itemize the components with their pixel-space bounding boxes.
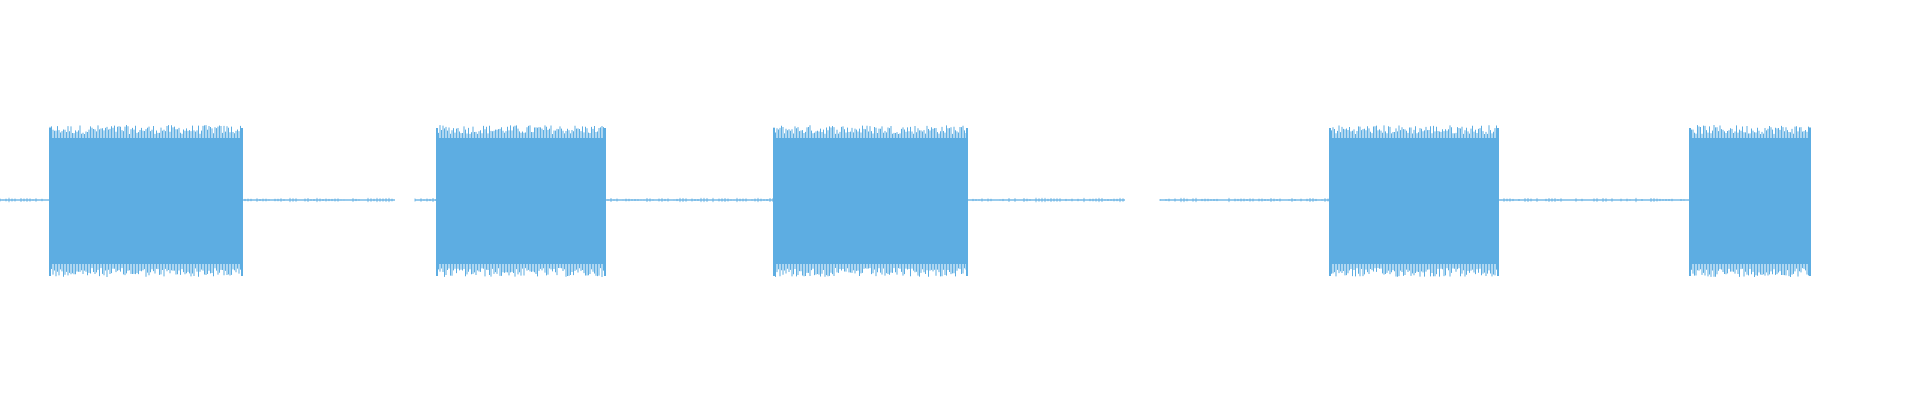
waveform-burst-body xyxy=(437,138,605,264)
waveform-baseline-noise xyxy=(1159,197,1329,203)
waveform-burst-body xyxy=(774,138,967,264)
waveform-burst-5 xyxy=(1689,125,1811,277)
waveform-burst-3 xyxy=(773,125,968,277)
waveform-layer xyxy=(0,125,1811,277)
waveform-burst-body xyxy=(1690,138,1810,264)
waveform-baseline-noise xyxy=(966,197,1124,203)
waveform-baseline-noise xyxy=(604,197,774,203)
waveform-baseline-noise xyxy=(1497,197,1688,203)
waveform-baseline-noise xyxy=(0,197,49,203)
waveform-baseline-noise xyxy=(241,197,393,203)
waveform-burst-2 xyxy=(436,125,606,277)
waveform-burst-body xyxy=(50,138,242,264)
waveform-burst-body xyxy=(1330,138,1498,264)
waveform-burst-1 xyxy=(49,125,243,277)
waveform-burst-4 xyxy=(1329,125,1499,277)
waveform-baseline-noise xyxy=(414,198,437,202)
